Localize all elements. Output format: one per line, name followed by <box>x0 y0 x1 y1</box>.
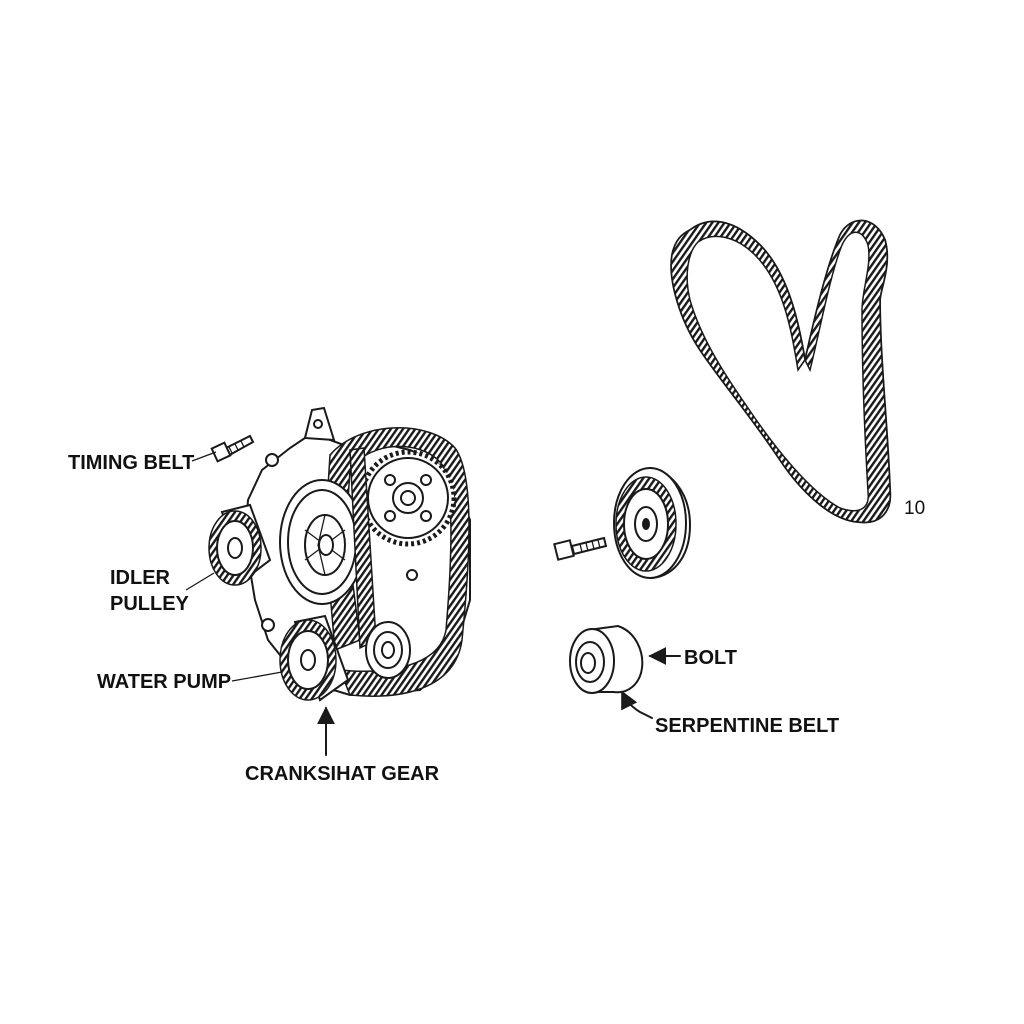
idler-pulley <box>208 503 272 586</box>
small-bolt <box>210 434 255 463</box>
serpentine-belt-label: SERPENTINE BELT <box>655 715 839 737</box>
camshaft-gear <box>359 449 457 547</box>
crankshaft-pulley <box>279 614 350 702</box>
tensioner-pulley <box>365 621 411 679</box>
idler-pulley-leader <box>185 572 215 591</box>
serpentine-belt <box>670 219 892 524</box>
water-pump <box>279 479 365 605</box>
housing-hole <box>265 453 279 467</box>
serpentine-belt-arrow <box>621 690 653 719</box>
housing-hole <box>406 569 418 581</box>
crankshaft-gear-label: CRANKSIHAT GEAR <box>245 763 440 785</box>
timing-belt-leader <box>191 451 217 462</box>
part-number-label: 10 <box>904 498 925 519</box>
small-roller <box>569 624 644 694</box>
housing-hole <box>261 618 275 632</box>
roller-pulley <box>613 466 692 580</box>
bracket-hole <box>313 419 323 429</box>
timing-belt-label: TIMING BELT <box>68 452 194 474</box>
bolt-label: BOLT <box>684 647 737 669</box>
water-pump-label: WATER PUMP <box>97 671 231 693</box>
pulley-bolt <box>553 536 608 561</box>
idler-pulley-label-line2: PULLEY <box>110 593 190 615</box>
idler-pulley-label-line1: IDLER <box>110 567 171 589</box>
engine-timing-assembly <box>208 406 471 702</box>
water-pump-leader <box>231 671 283 682</box>
